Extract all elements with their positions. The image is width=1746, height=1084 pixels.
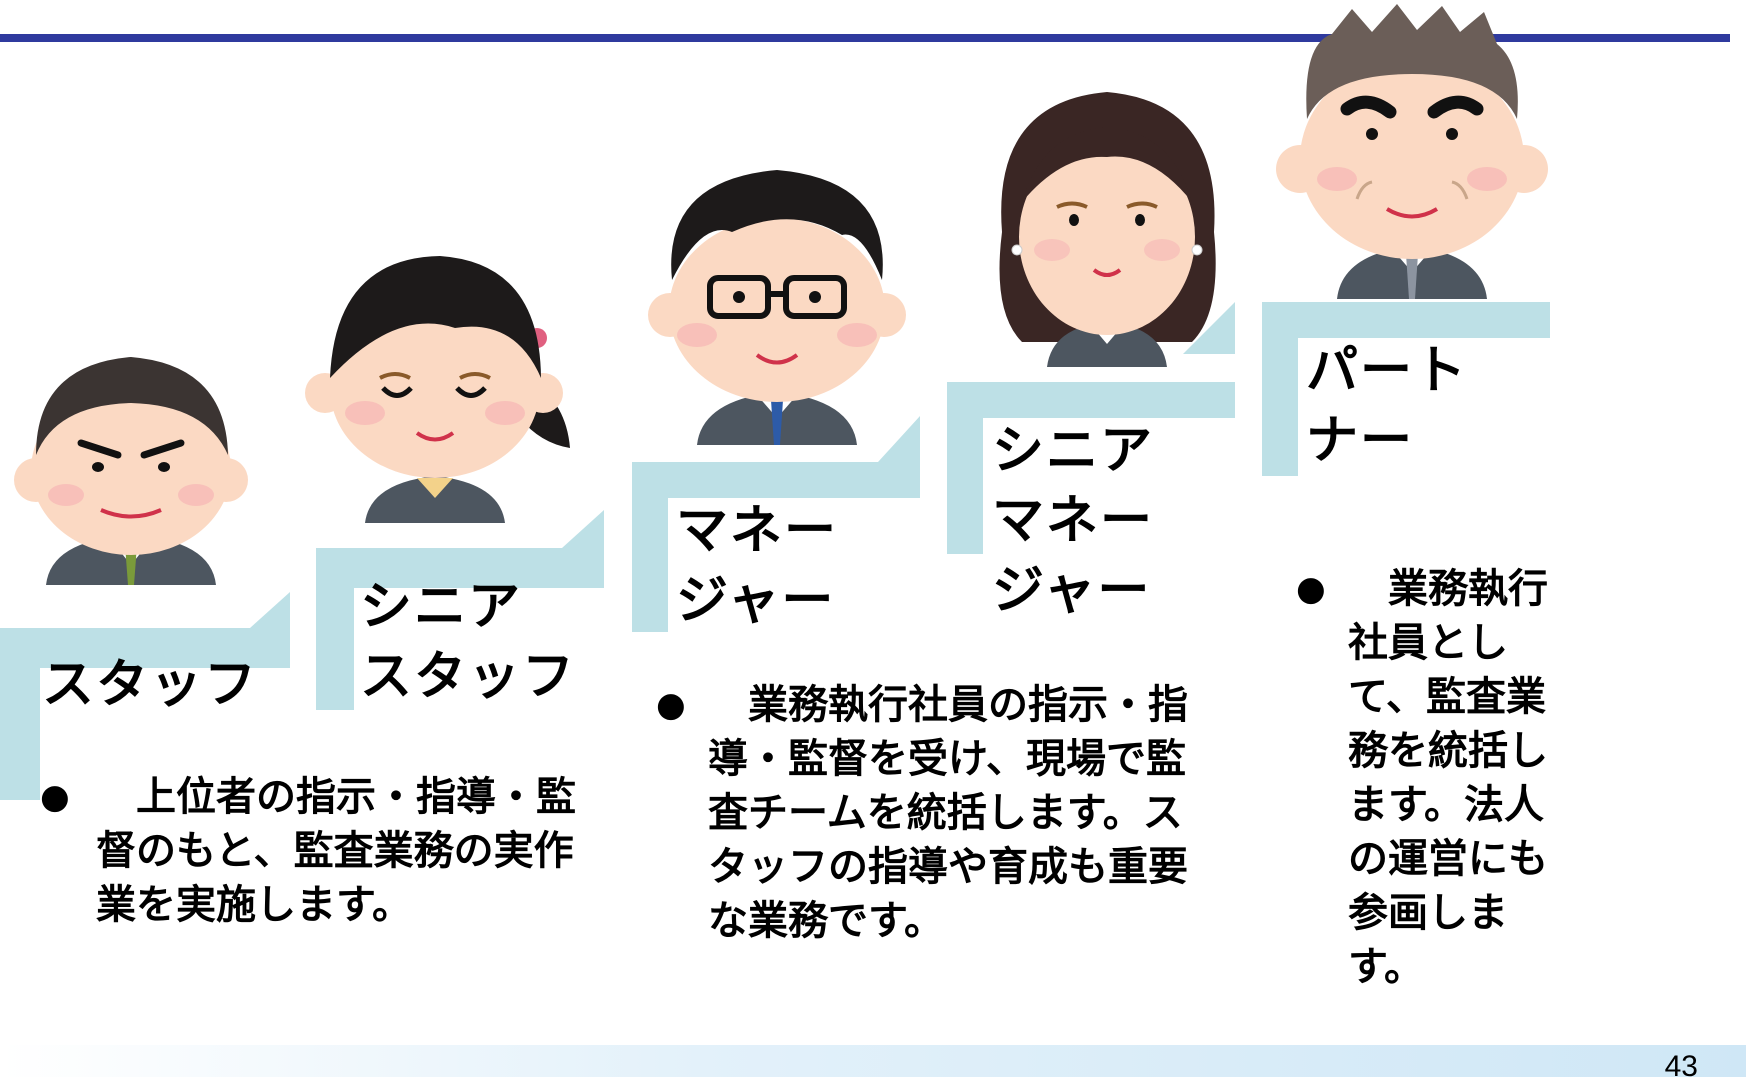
senior-manager-person-icon [999,92,1216,367]
role-description-staff: 上位者の指示・指導・監督のもと、監査業務の実作業を実施します。 [96,773,576,928]
top-accent-rule [0,34,1730,42]
bullet-staff: ● [40,777,70,817]
step-bracket-partner [1262,302,1550,476]
step-staff [0,592,300,800]
partner-person-icon [1276,4,1548,299]
step-bracket-senior-manager [947,302,1235,554]
manager-person-icon [648,170,906,445]
role-title-partner: パート ナー [1306,340,1469,471]
step-bracket-senior-staff [316,510,604,710]
step-senior-staff [316,510,616,720]
senior-staff-person-icon [305,256,570,523]
bullet-manager: ● [656,685,686,725]
role-description-manager: 業務執行社員の指示・指導・監督を受け、現場で監査チームを統括します。スタッフの指… [708,681,1188,944]
role-title-manager: マネー ジャー [676,500,839,631]
bullet-partner: ● [1296,569,1326,609]
page-number: 43 [1664,1050,1698,1083]
role-title-senior-staff: シニア スタッフ [360,576,577,707]
role-title-senior-manager: シニア マネー ジャー [992,420,1155,621]
step-senior-manager [947,302,1247,560]
staff-person-icon [14,357,248,585]
role-title-staff: スタッフ [42,654,259,715]
step-bracket-staff [0,592,290,800]
role-description-partner: 業務執行社員として、監査業務を統括します。法人の運営にも参画します。 [1348,565,1548,990]
step-manager [632,416,932,640]
step-bracket-manager [632,416,920,632]
bottom-gradient-band [0,1045,1746,1077]
step-partner [1262,280,1562,480]
